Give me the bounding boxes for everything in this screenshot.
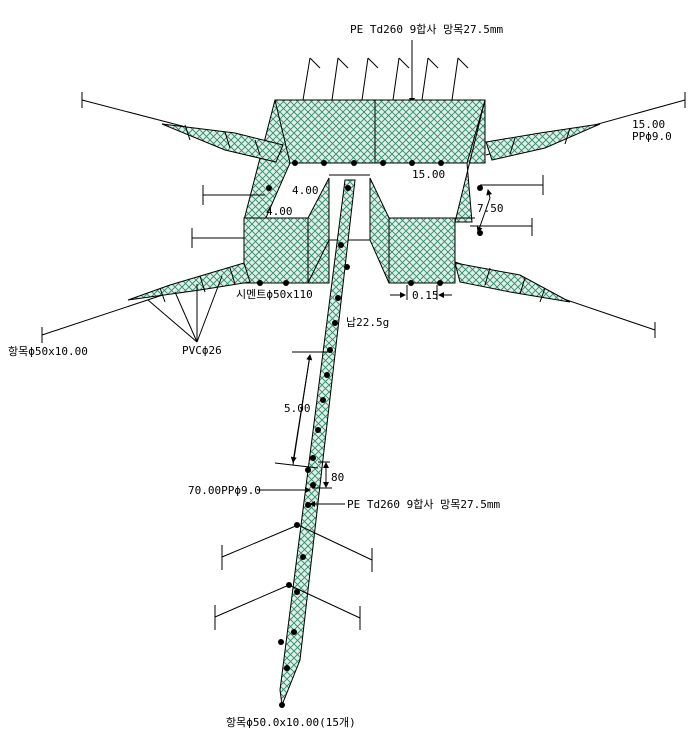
lower-left-wing (41, 262, 251, 343)
lower-right-chamber (369, 177, 475, 284)
cement-label: 시멘트ϕ50x110 (236, 288, 313, 301)
top-net-label: PE Td260 9합사 망목27.5mm (350, 23, 503, 36)
leader-80-label: 80 (331, 471, 344, 484)
top-float-poles (302, 57, 469, 101)
left-pile-label: 항목ϕ50x10.00 (8, 345, 88, 358)
float-dots (257, 160, 483, 708)
anchor-ropes (214, 524, 373, 630)
pvc-label: PVCϕ26 (182, 344, 222, 357)
pvc-pointer-lines (147, 275, 223, 343)
leader-rope-label: 70.00PPϕ9.0 (188, 484, 261, 497)
upper-left-wing (81, 92, 284, 163)
upper-right-wing (485, 92, 686, 161)
leader-spacing-label: 5.00 (284, 402, 311, 415)
leader-net (279, 179, 356, 707)
right-side-wall (454, 99, 486, 223)
lead-label: 납22.5g (346, 316, 389, 329)
leader-net-label: PE Td260 9합사 망목27.5mm (347, 498, 500, 511)
inner-left-dim: 4.00 (292, 184, 319, 197)
top-width-dim: 15.00 (412, 168, 445, 181)
right-dim-750: 7.50 (477, 202, 504, 215)
bottom-dim-015: 0.15 (412, 289, 439, 302)
right-wing-length: 15.00 (632, 118, 665, 131)
dimension-lines (191, 175, 544, 507)
funnel-entrance (329, 174, 370, 241)
lower-left-dim: 4.00 (266, 205, 293, 218)
lower-right-wing (454, 261, 656, 338)
bottom-pile-label: 항목ϕ50.0x10.00(15개) (226, 716, 356, 729)
main-chamber (274, 99, 486, 164)
right-rope-label: PPϕ9.0 (632, 130, 672, 143)
